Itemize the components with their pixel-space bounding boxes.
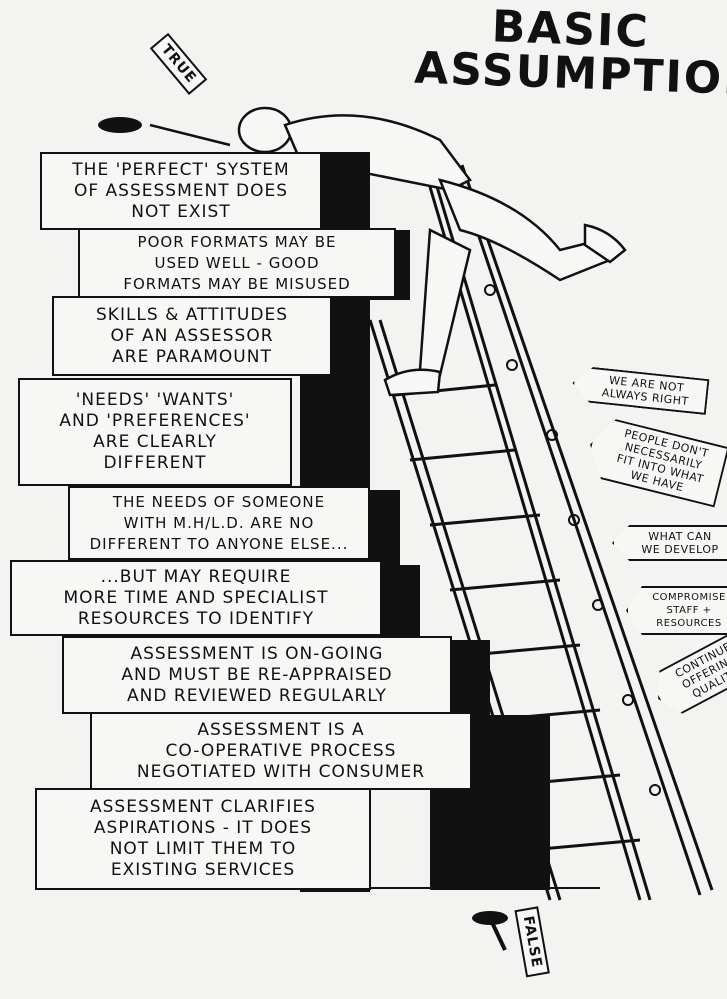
step-text: AND 'PREFERENCES' <box>59 411 251 431</box>
stair-shadow <box>460 715 550 890</box>
step-text: AND MUST BE RE-APPRAISED <box>121 664 393 685</box>
step-text: USED WELL - GOOD <box>154 253 320 272</box>
assumption-step: THE NEEDS OF SOMEONE WITH M.H/L.D. ARE NO… <box>68 486 370 560</box>
step-text: ARE PARAMOUNT <box>112 346 272 367</box>
step-text: FORMATS MAY BE MISUSED <box>123 274 351 293</box>
step-text: CO-OPERATIVE PROCESS <box>165 740 397 761</box>
step-text: ASSESSMENT CLARIFIES <box>90 797 316 817</box>
step-text: RESOURCES TO IDENTIFY <box>77 608 315 629</box>
step-text: NOT LIMIT THEM TO <box>109 839 297 859</box>
step-text: AND REVIEWED REGULARLY <box>127 685 387 706</box>
step-text: ASPIRATIONS - IT DOES <box>93 818 313 838</box>
step-text: NEGOTIATED WITH CONSUMER <box>136 761 426 782</box>
step-text: ...BUT MAY REQUIRE <box>100 566 292 587</box>
step-text: POOR FORMATS MAY BE <box>137 232 337 251</box>
tag-text: RESOURCES <box>656 618 722 629</box>
step-text: OF ASSESSMENT DOES <box>73 180 288 201</box>
step-text: WITH M.H/L.D. ARE NO <box>123 513 315 532</box>
tag-text: STAFF + <box>666 605 712 616</box>
step-text: MORE TIME AND SPECIALIST <box>63 587 329 608</box>
step-text: NOT EXIST <box>131 201 231 222</box>
assumption-step: POOR FORMATS MAY BE USED WELL - GOOD FORMA… <box>78 228 396 298</box>
step-text: DIFFERENT <box>103 453 207 473</box>
tag-text: WHAT CAN <box>648 530 712 543</box>
ladder-tag: COMPROMISE STAFF + RESOURCES <box>626 586 727 635</box>
tag-text: WE DEVELOP <box>641 543 719 556</box>
step-text: 'NEEDS' 'WANTS' <box>75 390 235 410</box>
step-text: DIFFERENT TO ANYONE ELSE... <box>89 534 349 553</box>
stair-shadow <box>380 565 420 640</box>
step-text: SKILLS & ATTITUDES <box>96 304 288 325</box>
step-text: EXISTING SERVICES <box>110 860 296 880</box>
step-text: ASSESSMENT IS A <box>197 719 365 740</box>
step-text: THE 'PERFECT' SYSTEM <box>72 159 290 180</box>
tag-text: COMPROMISE <box>652 592 726 603</box>
step-text: THE NEEDS OF SOMEONE <box>112 492 326 511</box>
step-text: OF AN ASSESSOR <box>110 325 274 346</box>
step-text: ASSESSMENT IS ON-GOING <box>130 643 384 664</box>
step-text: ARE CLEARLY <box>93 432 217 452</box>
assumption-step: 'NEEDS' 'WANTS'AND 'PREFERENCES'ARE CLEA… <box>18 378 292 486</box>
